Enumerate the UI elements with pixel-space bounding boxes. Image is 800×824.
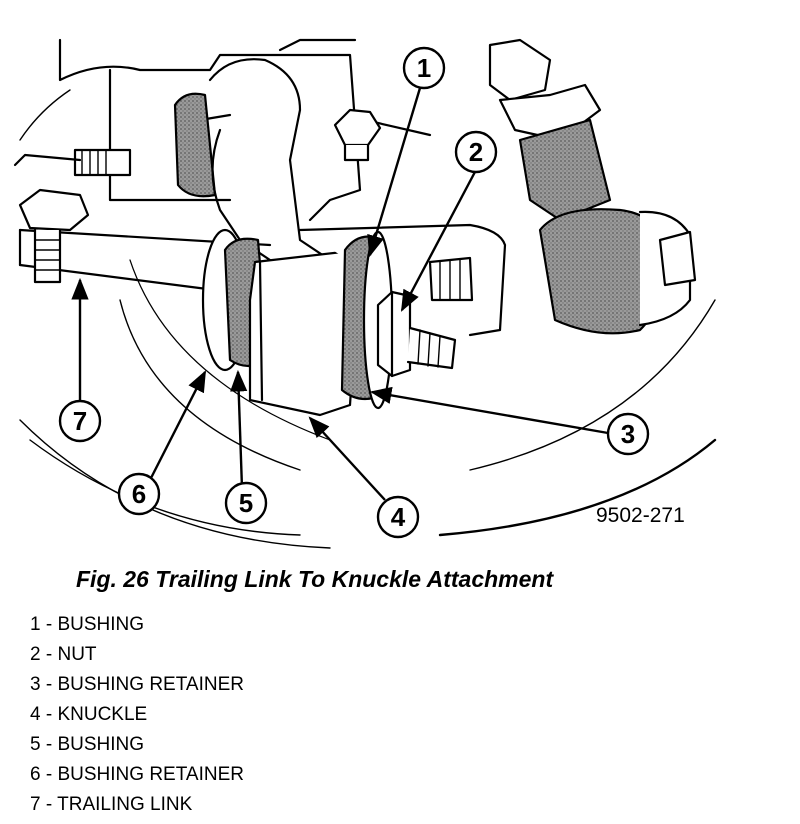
callout-3-label: 3 bbox=[621, 419, 635, 449]
leader-4 bbox=[308, 416, 386, 501]
parts-legend: 1 - BUSHING 2 - NUT 3 - BUSHING RETAINER… bbox=[30, 610, 244, 820]
callout-1-label: 1 bbox=[417, 53, 431, 83]
legend-label: BUSHING bbox=[57, 614, 145, 635]
callout-1: 1 bbox=[402, 46, 446, 90]
figure-number: 9502-271 bbox=[596, 504, 685, 527]
legend-label: TRAILING LINK bbox=[57, 794, 193, 815]
leader-5 bbox=[230, 369, 248, 489]
callout-5-label: 5 bbox=[239, 488, 253, 518]
callout-2-label: 2 bbox=[469, 137, 483, 167]
legend-number: 6 bbox=[30, 764, 41, 785]
figure-caption: Fig. 26 Trailing Link To Knuckle Attachm… bbox=[76, 566, 554, 592]
callout-5: 5 bbox=[224, 481, 268, 525]
callout-6-label: 6 bbox=[132, 479, 146, 509]
legend-label: NUT bbox=[57, 644, 97, 665]
leader-2 bbox=[400, 169, 478, 312]
callout-7-label: 7 bbox=[73, 406, 87, 436]
legend-item: 2 - NUT bbox=[30, 644, 97, 665]
diagram-artwork bbox=[13, 38, 717, 549]
legend-item: 6 - BUSHING RETAINER bbox=[30, 764, 244, 785]
legend-label: BUSHING RETAINER bbox=[57, 674, 244, 695]
legend-item: 4 - KNUCKLE bbox=[30, 704, 148, 725]
legend-item: 1 - BUSHING bbox=[30, 614, 145, 635]
callout-7: 7 bbox=[58, 399, 102, 443]
legend-label: BUSHING RETAINER bbox=[57, 764, 244, 785]
legend-label: KNUCKLE bbox=[57, 704, 148, 725]
legend-number: 5 bbox=[30, 734, 41, 755]
legend-item: 7 - TRAILING LINK bbox=[30, 794, 193, 815]
callout-4: 4 bbox=[376, 495, 420, 539]
leader-1 bbox=[367, 87, 422, 258]
leader-6 bbox=[148, 370, 207, 481]
legend-number: 4 bbox=[30, 704, 41, 725]
callout-4-label: 4 bbox=[391, 502, 406, 532]
suspension-diagram: 1 2 3 4 5 6 7 bbox=[13, 38, 717, 549]
callout-3: 3 bbox=[606, 412, 650, 456]
leader-3 bbox=[369, 386, 609, 435]
legend-number: 1 bbox=[30, 614, 41, 635]
legend-item: 3 - BUSHING RETAINER bbox=[30, 674, 244, 695]
legend-label: BUSHING bbox=[57, 734, 145, 755]
callout-2: 2 bbox=[454, 130, 498, 174]
legend-number: 2 bbox=[30, 644, 41, 665]
legend-number: 3 bbox=[30, 674, 41, 695]
legend-number: 7 bbox=[30, 794, 41, 815]
legend-item: 5 - BUSHING bbox=[30, 734, 145, 755]
callout-6: 6 bbox=[117, 472, 161, 516]
leader-lines bbox=[71, 87, 609, 501]
